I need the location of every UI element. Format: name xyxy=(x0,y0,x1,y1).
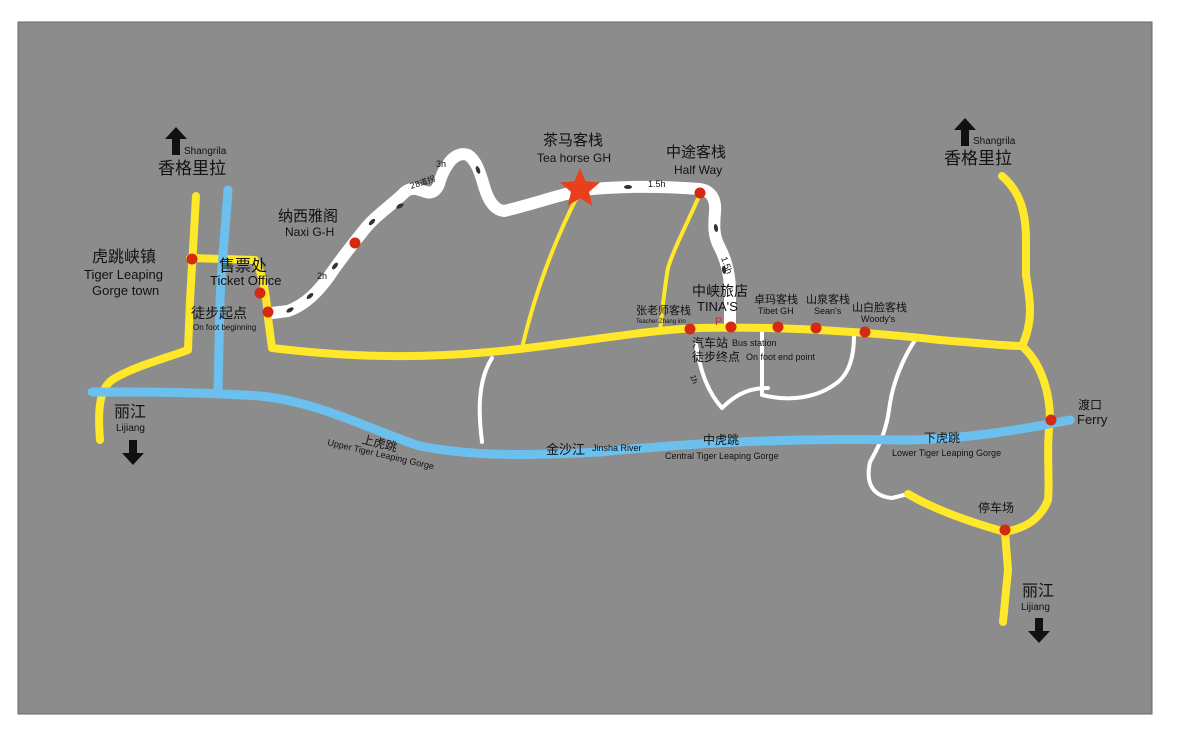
ticket-office-zh: 售票处 xyxy=(219,256,267,275)
onfoot-start-en: On foot beginning xyxy=(193,323,256,332)
footprint-icon xyxy=(306,293,314,299)
stop-naxi[interactable] xyxy=(349,237,361,249)
jinsha-river xyxy=(87,387,1075,459)
stop-ticket-office[interactable] xyxy=(254,287,266,299)
lower-path-2 xyxy=(694,343,724,410)
sw-dir-zh[interactable]: 丽江 xyxy=(114,402,146,421)
ferry-en: Ferry xyxy=(1077,412,1108,427)
road-halfway xyxy=(658,192,702,332)
river-en: Jinsha River xyxy=(592,443,642,453)
stop-ferry[interactable] xyxy=(1045,414,1057,426)
woodys-en: Woody's xyxy=(861,314,896,324)
arrow-down-icon xyxy=(122,440,144,465)
footprint-icon xyxy=(368,218,376,226)
road-south xyxy=(999,528,1012,626)
teacher-en: Teacher Zhang inn xyxy=(636,319,686,325)
onfoot-end-en: On foot end point xyxy=(746,352,816,362)
naxi-zh: 纳西雅阁 xyxy=(278,207,338,225)
stop-seans[interactable] xyxy=(810,322,822,334)
seans-zh: 山泉客栈 xyxy=(806,292,850,306)
roads xyxy=(95,172,1054,626)
stop-tiger-town[interactable] xyxy=(186,253,198,265)
lower-path-1 xyxy=(477,356,494,444)
footprint-icon xyxy=(624,185,632,189)
teahorse-zh: 茶马客栈 xyxy=(543,131,603,149)
footprints xyxy=(286,166,727,313)
onfoot-start-zh: 徒步起点 xyxy=(191,306,247,322)
ne-dir-en: Shangrila xyxy=(973,136,1016,147)
halfway-zh: 中途客栈 xyxy=(666,143,726,161)
lower-gorge-zh: 下虎跳 xyxy=(924,431,960,445)
arrow-up-icon xyxy=(165,127,187,155)
nw-dir-en: Shangrila xyxy=(184,146,227,157)
footprint-icon xyxy=(396,203,404,209)
se-dir-en: Lijiang xyxy=(1021,602,1050,613)
seans-en: Sean's xyxy=(814,306,842,316)
stop-tibet[interactable] xyxy=(772,321,784,333)
road-east xyxy=(998,172,1054,536)
halfway-en: Half Way xyxy=(674,163,722,177)
time-15h-a: 1.5h xyxy=(648,179,666,189)
high-trail xyxy=(266,148,736,332)
tibet-en: Tibet GH xyxy=(758,306,794,316)
se-dir-zh[interactable]: 丽江 xyxy=(1022,581,1054,600)
stop-woodys[interactable] xyxy=(859,326,871,338)
sw-dir-en: Lijiang xyxy=(116,423,145,434)
footprint-icon xyxy=(721,266,727,274)
tributary xyxy=(213,185,233,395)
stop-tinas[interactable] xyxy=(725,321,737,333)
stops xyxy=(186,187,1057,536)
lower-path-3 xyxy=(720,386,770,410)
onfoot-end-zh: 徒步终点 xyxy=(692,349,740,364)
footprint-icon xyxy=(475,166,481,174)
teacher-zh: 张老师客栈 xyxy=(636,303,691,317)
footprint-icon xyxy=(332,262,338,270)
lower-gorge-en: Lower Tiger Leaping Gorge xyxy=(892,448,1001,458)
central-gorge-zh: 中虎跳 xyxy=(703,432,739,447)
stop-halfway[interactable] xyxy=(694,187,706,199)
labels: Shangrila 香格里拉 Shangrila 香格里拉 丽江 Lijiang… xyxy=(84,131,1108,613)
tinas-zh: 中峡旅店 xyxy=(692,284,748,300)
parking-p-icon: P xyxy=(715,316,722,328)
tiger-town-en1: Tiger Leaping xyxy=(84,267,163,282)
stop-parking[interactable] xyxy=(999,524,1011,536)
central-gorge-en: Central Tiger Leaping Gorge xyxy=(665,451,779,461)
nw-dir-zh[interactable]: 香格里拉 xyxy=(158,159,226,179)
footprint-icon xyxy=(713,224,719,232)
tiger-town-en2: Gorge town xyxy=(92,283,159,298)
parking-zh: 停车场 xyxy=(978,500,1014,515)
rivers xyxy=(87,185,1075,459)
ne-dir-zh[interactable]: 香格里拉 xyxy=(944,149,1012,169)
time-3h: 3h xyxy=(436,159,446,169)
lower-path-4 xyxy=(760,328,856,401)
woodys-zh: 山白脸客栈 xyxy=(852,300,907,314)
stop-onfoot-start[interactable] xyxy=(262,306,274,318)
bus-en: Bus station xyxy=(732,338,777,348)
naxi-en: Naxi G-H xyxy=(285,225,334,239)
river-zh: 金沙江 xyxy=(546,442,585,458)
road-west xyxy=(95,192,200,444)
tiger-town-zh: 虎跳峡镇 xyxy=(92,247,156,266)
arrow-up-icon xyxy=(954,118,976,146)
bus-zh: 汽车站 xyxy=(692,335,728,350)
star-icon[interactable] xyxy=(560,168,600,206)
footprint-icon xyxy=(286,307,294,313)
road-teahorse xyxy=(520,193,580,350)
teahorse-en: Tea horse GH xyxy=(537,151,611,165)
tibet-zh: 卓玛客栈 xyxy=(754,292,798,306)
time-2h: 2h xyxy=(317,271,327,281)
main-road xyxy=(264,314,1026,361)
stop-teacher[interactable] xyxy=(684,323,696,335)
ticket-office-en: Ticket Office xyxy=(210,273,282,288)
tinas-en: TINA'S xyxy=(697,299,738,314)
direction-arrows xyxy=(122,118,1050,643)
ferry-zh: 渡口 xyxy=(1078,397,1102,412)
road-parking xyxy=(904,490,1009,536)
arrow-down-icon xyxy=(1028,618,1050,643)
map-background xyxy=(17,21,1153,715)
time-1h: 1h xyxy=(688,374,700,385)
